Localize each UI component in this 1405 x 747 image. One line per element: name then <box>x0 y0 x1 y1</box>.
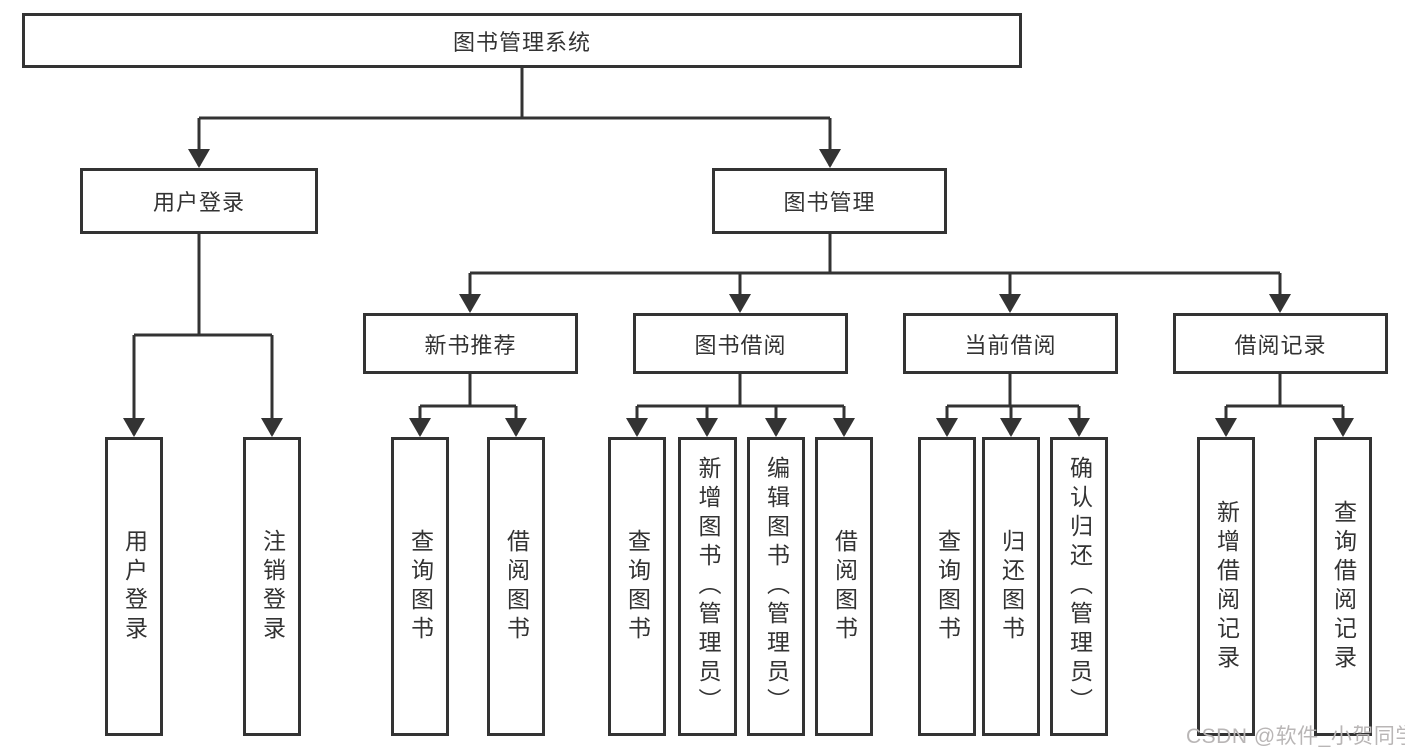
node-label: 新书推荐 <box>424 332 517 358</box>
node-label: 查询图书 <box>934 528 961 645</box>
leaf-edit-books-admin: 编辑图书（管理员） <box>747 437 805 736</box>
node-book-borrowing: 图书借阅 <box>633 313 848 374</box>
node-label: 查询图书 <box>407 528 434 645</box>
node-new-book-recommend: 新书推荐 <box>363 313 578 374</box>
node-borrowing-records: 借阅记录 <box>1173 313 1388 374</box>
leaf-query-books-borrow: 查询图书 <box>608 437 666 736</box>
node-label: 注销登录 <box>259 528 286 645</box>
leaf-borrow-books: 借阅图书 <box>815 437 873 736</box>
node-label: 图书管理系统 <box>452 29 591 55</box>
node-library-management-system: 图书管理系统 <box>22 13 1022 68</box>
node-label: 当前借阅 <box>964 332 1057 358</box>
leaf-borrow-books-recommend: 借阅图书 <box>487 437 545 736</box>
node-label: 查询图书 <box>624 528 651 645</box>
leaf-confirm-return-admin: 确认归还（管理员） <box>1050 437 1108 736</box>
node-current-borrowing: 当前借阅 <box>903 313 1118 374</box>
node-label: 查询借阅记录 <box>1330 499 1357 674</box>
leaf-query-borrow-record: 查询借阅记录 <box>1314 437 1372 736</box>
node-label: 图书借阅 <box>694 332 787 358</box>
node-label: 用户登录 <box>121 528 148 645</box>
leaf-add-borrow-record: 新增借阅记录 <box>1197 437 1255 736</box>
leaf-return-books: 归还图书 <box>982 437 1040 736</box>
leaf-query-books-recommend: 查询图书 <box>391 437 449 736</box>
node-label: 借阅图书 <box>831 528 858 645</box>
node-label: 借阅记录 <box>1234 332 1327 358</box>
node-user-login: 用户登录 <box>80 168 318 234</box>
node-label: 新增借阅记录 <box>1213 499 1240 674</box>
leaf-add-books-admin: 新增图书（管理员） <box>678 437 737 736</box>
node-label: 确认归还（管理员） <box>1066 456 1093 717</box>
csdn-watermark: CSDN @软件_小贺同学 <box>1186 725 1405 747</box>
node-label: 用户登录 <box>152 190 245 215</box>
leaf-user-login: 用户登录 <box>105 437 163 736</box>
leaf-query-books-current: 查询图书 <box>918 437 976 736</box>
node-label: 借阅图书 <box>503 528 530 645</box>
node-label: 新增图书（管理员） <box>695 456 721 717</box>
node-label: 图书管理 <box>783 190 876 215</box>
leaf-logout: 注销登录 <box>243 437 301 736</box>
node-label: 编辑图书（管理员） <box>763 456 790 717</box>
node-book-management: 图书管理 <box>712 168 947 234</box>
node-label: 归还图书 <box>998 528 1025 645</box>
